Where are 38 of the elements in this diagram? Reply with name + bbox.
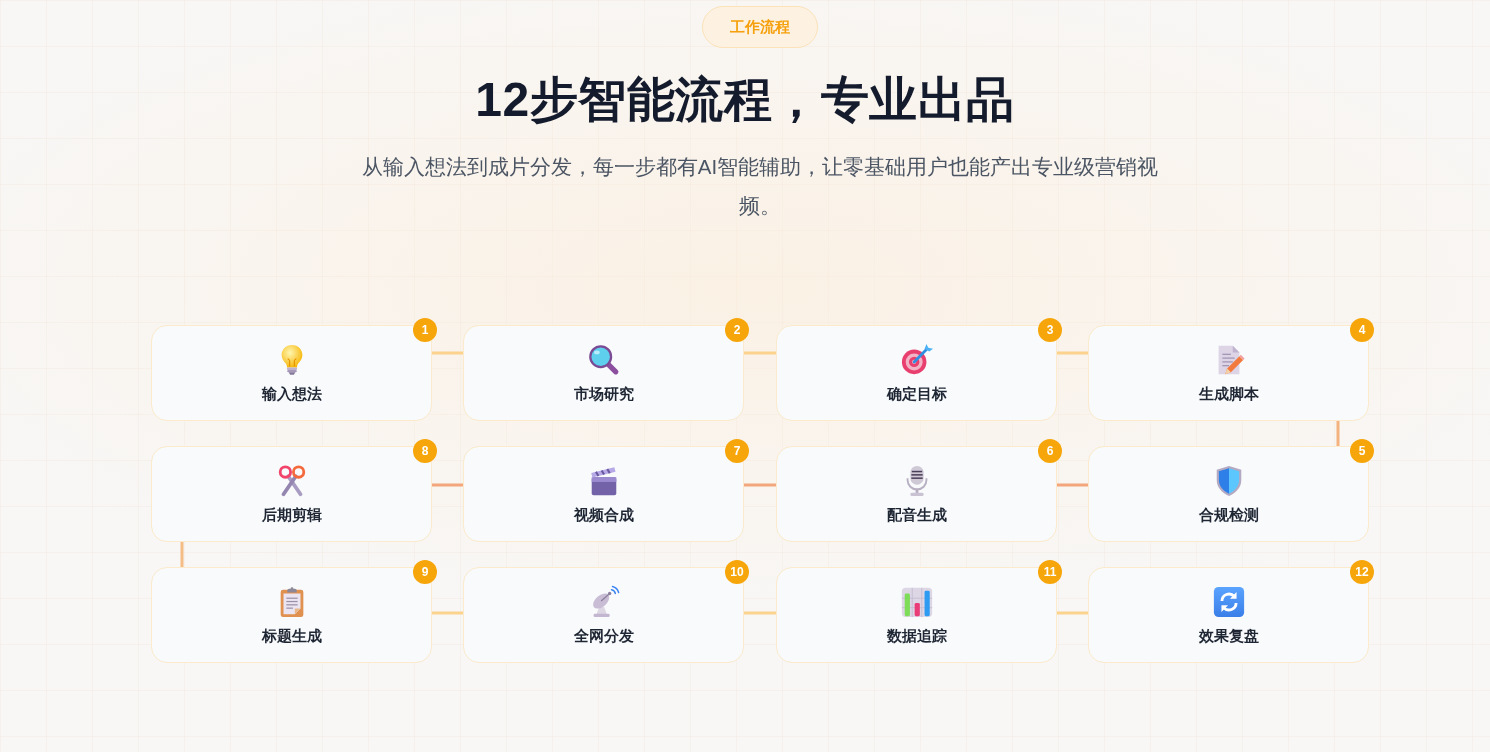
step-label: 合规检测 xyxy=(1197,506,1260,525)
step-label: 确定目标 xyxy=(885,385,948,404)
step-label: 后期剪辑 xyxy=(260,506,323,525)
connector-line xyxy=(180,542,184,567)
step-label: 视频合成 xyxy=(572,506,635,525)
step-number: 12 xyxy=(1350,560,1374,584)
step-label: 效果复盘 xyxy=(1197,627,1260,646)
step-number: 4 xyxy=(1350,318,1374,342)
title: 12步智能流程，专业出品 xyxy=(474,72,1016,128)
step-number: 5 xyxy=(1350,439,1374,463)
connector-line xyxy=(744,351,776,355)
step-number: 9 xyxy=(413,560,437,584)
step-number: 10 xyxy=(725,560,749,584)
step-number: 8 xyxy=(413,439,437,463)
connector-line xyxy=(1336,421,1340,446)
step-number: 7 xyxy=(725,439,749,463)
section-tag: 工作流程 xyxy=(702,6,818,48)
step-number: 11 xyxy=(1038,560,1062,584)
connector-line xyxy=(744,611,776,615)
connector-line xyxy=(744,483,776,487)
subtitle: 从输入想法到成片分发，每一步都有AI智能辅助，让零基础用户也能产出专业级营销视频。 xyxy=(360,154,1160,219)
step-label: 输入想法 xyxy=(260,385,323,404)
step-label: 生成脚本 xyxy=(1197,385,1260,404)
connector-line xyxy=(1057,351,1088,355)
step-label: 全网分发 xyxy=(572,627,635,646)
connector-line xyxy=(1057,611,1088,615)
connector-line xyxy=(432,611,463,615)
step-number: 1 xyxy=(413,318,437,342)
step-number: 3 xyxy=(1038,318,1062,342)
step-label: 数据追踪 xyxy=(885,627,948,646)
step-number: 2 xyxy=(725,318,749,342)
step-label: 市场研究 xyxy=(572,385,635,404)
step-number: 6 xyxy=(1038,439,1062,463)
connector-line xyxy=(1057,483,1088,487)
connector-line xyxy=(432,351,463,355)
step-label: 标题生成 xyxy=(260,627,323,646)
step-label: 配音生成 xyxy=(885,506,948,525)
connector-line xyxy=(432,483,463,487)
